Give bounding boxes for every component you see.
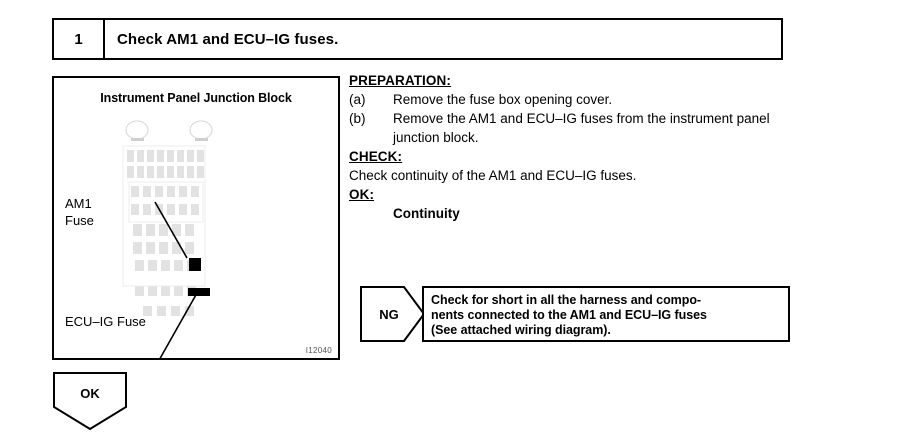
ng-action-line-3: (See attached wiring diagram).	[431, 323, 611, 337]
check-text: Check continuity of the AM1 and ECU–IG f…	[349, 168, 637, 183]
preparation-item-a: (a) Remove the fuse box opening cover.	[349, 90, 789, 109]
callout-leader-lines	[154, 201, 198, 358]
instructions-column: PREPARATION: (a) Remove the fuse box ope…	[349, 73, 789, 223]
ok-result-badge	[53, 372, 127, 430]
preparation-item-a-text: Remove the fuse box opening cover.	[393, 92, 613, 107]
preparation-item-a-marker: (a)	[349, 92, 366, 107]
preparation-item-b-text: Remove the AM1 and ECU–IG fuses from the…	[393, 111, 770, 145]
figure-panel: Instrument Panel Junction Block	[52, 76, 340, 360]
callout-label-am1-fuse: AM1 Fuse	[65, 196, 94, 228]
ecu-ig-fuse-marker	[188, 288, 210, 296]
preparation-item-b: (b) Remove the AM1 and ECU–IG fuses from…	[349, 109, 789, 147]
ng-action-line-2: nents connected to the AM1 and ECU–IG fu…	[431, 308, 707, 322]
fuse-box-illustration	[122, 120, 213, 316]
figure-caption: Instrument Panel Junction Block	[100, 91, 292, 105]
am1-fuse-marker	[189, 258, 201, 271]
figure-id: I12040	[305, 346, 332, 355]
ng-tag-shape	[360, 286, 426, 342]
step-number: 1	[54, 20, 105, 58]
fuse-box-photo	[109, 116, 239, 331]
ok-heading: OK:	[349, 187, 375, 202]
preparation-heading: PREPARATION:	[349, 73, 451, 88]
preparation-item-b-marker: (b)	[349, 111, 366, 126]
ng-branch: NG Check for short in all the harness an…	[360, 286, 790, 342]
ng-action-line-1: Check for short in all the harness and c…	[431, 293, 702, 307]
check-heading: CHECK:	[349, 149, 403, 164]
step-title: Check AM1 and ECU–IG fuses.	[117, 30, 339, 48]
ng-tag-label: NG	[379, 306, 399, 322]
ok-criteria-value: Continuity	[393, 206, 460, 221]
step-header-box: 1 Check AM1 and ECU–IG fuses.	[52, 18, 783, 60]
callout-label-ecu-ig-fuse: ECU–IG Fuse	[65, 314, 146, 329]
ok-result-label: OK	[80, 385, 100, 401]
ng-action-box: Check for short in all the harness and c…	[422, 286, 790, 342]
